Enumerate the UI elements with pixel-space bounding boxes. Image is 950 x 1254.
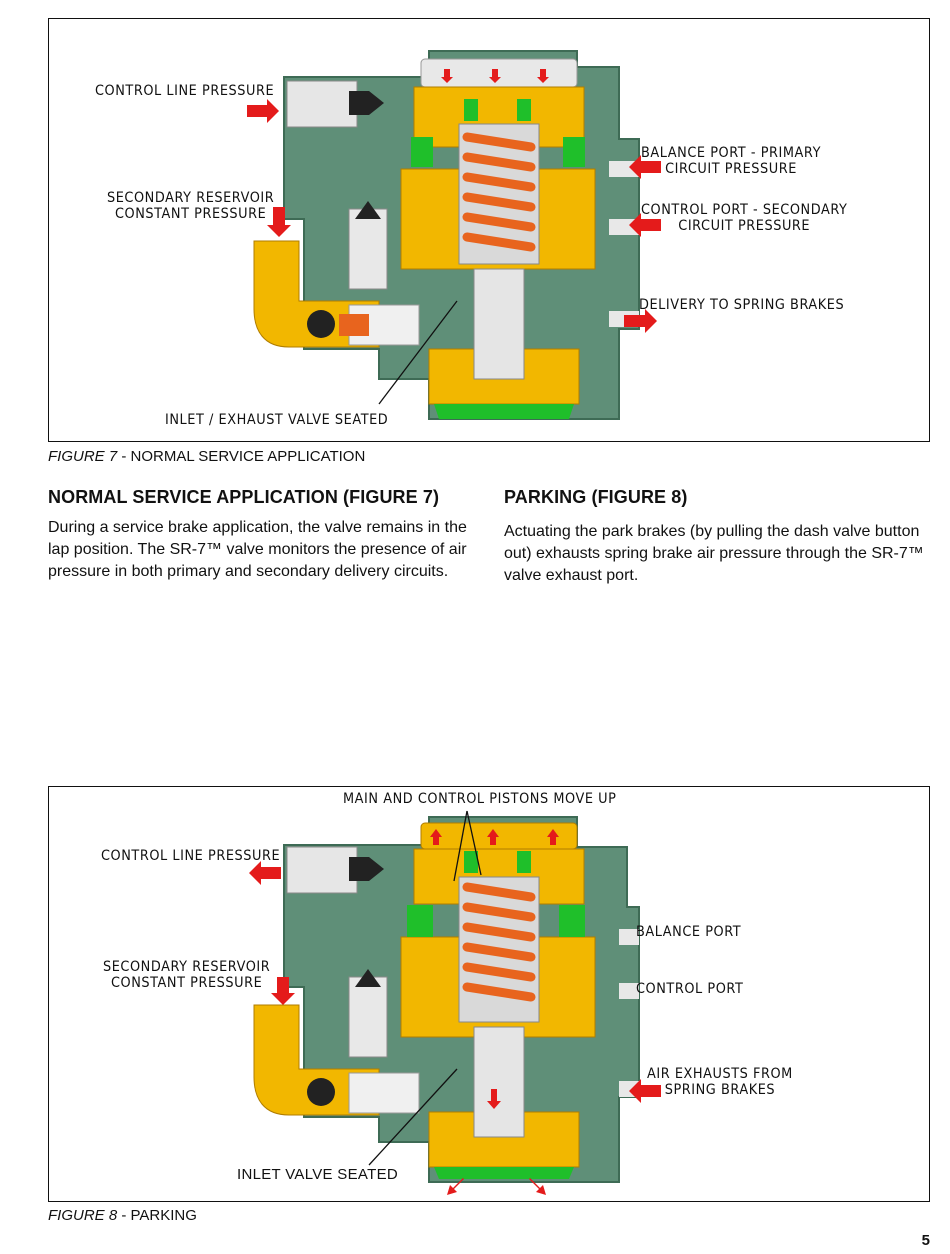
air-exhausts-line1: AIR EXHAUSTS FROM <box>647 1066 793 1082</box>
control-line-pressure-label: CONTROL LINE PRESSURE <box>95 83 275 99</box>
figure-8-caption-text: - PARKING <box>117 1207 197 1224</box>
parking-heading: PARKING (FIGURE 8) <box>504 487 688 507</box>
figure-7-caption: FIGURE 7 - NORMAL SERVICE APPLICATION <box>48 448 365 465</box>
control-port-label: CONTROL PORT <box>636 981 744 997</box>
figure-7-diagram: CONTROL LINE PRESSURE SECONDARY RESERVOI… <box>48 18 930 442</box>
secondary-reservoir-label: SECONDARY RESERVOIR CONSTANT PRESSURE <box>103 959 270 991</box>
balance-port-line1: BALANCE PORT - PRIMARY <box>641 145 821 161</box>
parking-body: Actuating the park brakes (by pulling th… <box>504 523 924 584</box>
valve-cutaway-illustration <box>249 810 661 1195</box>
secondary-reservoir-line2: CONSTANT PRESSURE <box>110 975 263 991</box>
valve-cutaway-illustration <box>247 50 661 420</box>
control-port-secondary-label: CONTROL PORT - SECONDARY CIRCUIT PRESSUR… <box>641 202 847 234</box>
secondary-reservoir-line1: SECONDARY RESERVOIR <box>103 959 271 975</box>
figure-7-caption-text: - NORMAL SERVICE APPLICATION <box>117 448 366 465</box>
balance-port-primary-label: BALANCE PORT - PRIMARY CIRCUIT PRESSURE <box>641 145 821 177</box>
normal-service-body: During a service brake application, the … <box>48 519 467 580</box>
inlet-valve-seated-label: INLET VALVE SEATED <box>237 1166 399 1183</box>
control-port-line2: CIRCUIT PRESSURE <box>678 218 811 234</box>
balance-port-line2: CIRCUIT PRESSURE <box>665 161 797 177</box>
air-exhausts-label: AIR EXHAUSTS FROM SPRING BRAKES <box>647 1066 793 1098</box>
air-exhausts-line2: SPRING BRAKES <box>664 1082 776 1098</box>
control-line-pressure-label: CONTROL LINE PRESSURE <box>101 848 281 864</box>
balance-port-label: BALANCE PORT <box>636 924 742 940</box>
secondary-reservoir-label: SECONDARY RESERVOIR CONSTANT PRESSURE <box>107 190 274 222</box>
figure-8-diagram: MAIN AND CONTROL PISTONS MOVE UP CONTROL… <box>48 786 930 1202</box>
normal-service-heading: NORMAL SERVICE APPLICATION (FIGURE 7) <box>48 487 440 507</box>
delivery-to-spring-brakes-label: DELIVERY TO SPRING BRAKES <box>639 297 845 313</box>
figure-8-caption-label: FIGURE 8 <box>48 1207 118 1224</box>
figure-8-caption: FIGURE 8 - PARKING <box>48 1207 197 1224</box>
inlet-exhaust-valve-seated-label: INLET / EXHAUST VALVE SEATED <box>165 412 389 428</box>
page-number: 5 <box>921 1232 930 1249</box>
figure-7-caption-label: FIGURE 7 <box>48 448 118 465</box>
pistons-move-up-label: MAIN AND CONTROL PISTONS MOVE UP <box>343 791 617 807</box>
secondary-reservoir-line1: SECONDARY RESERVOIR <box>107 190 275 206</box>
secondary-reservoir-line2: CONSTANT PRESSURE <box>114 206 267 222</box>
control-port-line1: CONTROL PORT - SECONDARY <box>641 202 848 218</box>
